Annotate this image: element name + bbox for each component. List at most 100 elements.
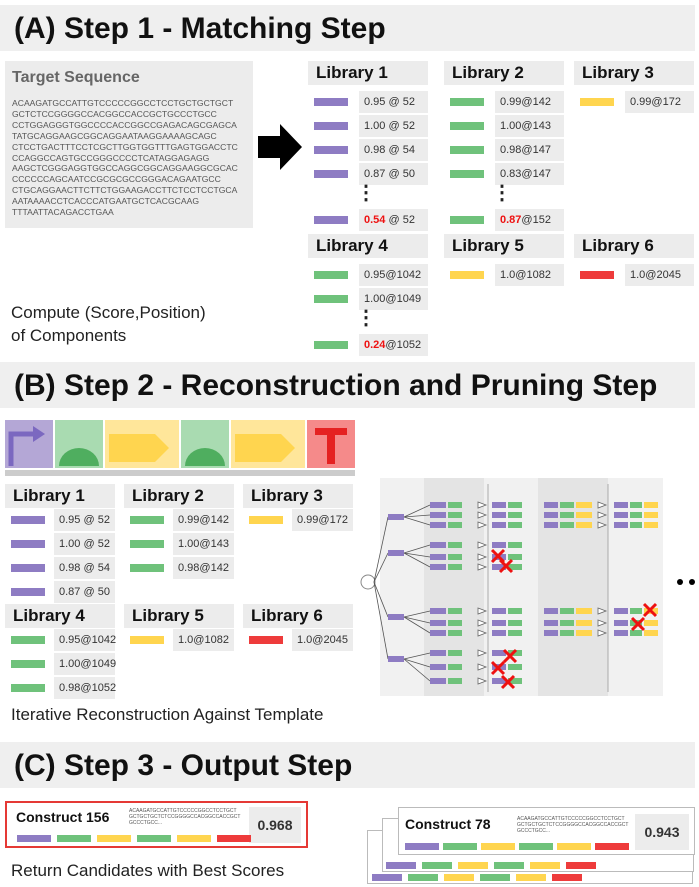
tree-node-green: [508, 608, 522, 614]
component-swatch: [450, 216, 484, 224]
tree-column: [424, 478, 484, 696]
terminator-icon: [307, 420, 355, 468]
score-value: 0.95: [59, 634, 81, 646]
score-value: 1.0: [297, 634, 313, 646]
tree-node-purple: [430, 630, 446, 636]
tree-node-green: [508, 630, 522, 636]
cross-icon: [642, 602, 658, 618]
component-swatch: [450, 146, 484, 154]
component-swatch: [130, 540, 164, 548]
step1-caption-line1: Compute (Score,Position): [11, 303, 206, 322]
arrow-icon: [477, 677, 488, 685]
arrow-icon: [477, 563, 488, 571]
component-match: 0.87 @ 50: [308, 163, 428, 185]
tree-node-yellow: [576, 620, 592, 626]
score-value: 0.24: [364, 339, 386, 351]
tree-node-purple: [544, 608, 558, 614]
component-match: 1.0@1082: [444, 264, 564, 286]
arrow-icon: [597, 629, 608, 637]
tree-node-green: [448, 650, 462, 656]
stack-bar-purple: [386, 862, 416, 869]
component-match: 0.98 @ 54: [308, 139, 428, 161]
component-match: 1.00@143: [444, 115, 564, 137]
component-swatch: [11, 636, 45, 644]
best-bar-purple: [17, 835, 51, 842]
match-score: 1.00 @ 52: [54, 533, 115, 555]
match-score: 1.0@1082: [495, 264, 564, 286]
ellipsis-icon: [689, 579, 695, 585]
target-sequence-title: Target Sequence: [12, 69, 140, 86]
best-construct-score: 0.968: [249, 807, 301, 843]
component-swatch: [314, 341, 348, 349]
component-match: 1.00@143: [124, 533, 234, 555]
stack-bar-yellow: [530, 862, 560, 869]
step3-title: (C) Step 3 - Output Step: [14, 749, 353, 782]
component-swatch: [450, 122, 484, 130]
score-value: 0.95: [59, 514, 81, 526]
tree-node-green: [508, 542, 522, 548]
library-name: Library 4: [5, 604, 115, 628]
tree-node-purple: [614, 512, 628, 518]
component-match: 1.0@1082: [124, 629, 234, 651]
other-bar-yellow: [557, 843, 591, 850]
score-value: 0.95: [364, 96, 386, 108]
tree-node-green: [508, 620, 522, 626]
score-value: 0.98: [500, 144, 522, 156]
cds-icon: [105, 420, 179, 468]
arrow-icon: [477, 541, 488, 549]
tree-node-purple: [492, 512, 506, 518]
best-bar-green: [137, 835, 171, 842]
step3-header: (C) Step 3 - Output Step: [0, 742, 695, 788]
score-value: 0.87: [364, 168, 386, 180]
score-value: 0.98: [59, 682, 81, 694]
component-swatch: [130, 564, 164, 572]
tree-node-purple: [388, 614, 404, 620]
library-name: Library 6: [574, 234, 694, 258]
tree-node-purple: [430, 608, 446, 614]
tree-node-yellow: [576, 512, 592, 518]
tree-node-green: [448, 522, 462, 528]
position-value: @ 52: [80, 538, 110, 550]
tree-node-green: [448, 678, 462, 684]
tree-node-green: [560, 630, 574, 636]
match-score: 1.00@143: [495, 115, 564, 137]
tree-node-yellow: [644, 620, 658, 626]
cross-icon: [490, 548, 506, 564]
tree-edge: [403, 552, 431, 558]
position-value: @172: [318, 514, 348, 526]
match-score: 0.87@152: [495, 209, 564, 231]
position-value: @ 54: [385, 144, 415, 156]
tree-node-purple: [544, 512, 558, 518]
component-match: 0.98@142: [124, 557, 234, 579]
tree-node-green: [448, 554, 462, 560]
match-score: 1.00 @ 52: [359, 115, 428, 137]
tree-edge: [403, 658, 431, 682]
tree-edge: [403, 658, 431, 668]
arrow-icon: [477, 501, 488, 509]
arrow-icon: [597, 511, 608, 519]
arrow-icon: [477, 607, 488, 615]
match-score: 0.95 @ 52: [359, 91, 428, 113]
component-match: 0.95 @ 52: [5, 509, 115, 531]
component-match: 0.98 @ 54: [5, 557, 115, 579]
arrow-icon: [477, 629, 488, 637]
position-value: @ 52: [80, 514, 110, 526]
best-bar-yellow: [97, 835, 131, 842]
other-bar-green: [519, 843, 553, 850]
component-match: 1.0@2045: [574, 264, 694, 286]
match-score: 0.98@1052: [54, 677, 116, 699]
rbs-icon: [55, 420, 103, 468]
arrow-icon: [597, 607, 608, 615]
tree-edge: [403, 516, 431, 526]
score-value: 0.83: [500, 168, 522, 180]
tree-node-purple: [430, 620, 446, 626]
arrow-icon: [477, 553, 488, 561]
component-match: 0.83@147: [444, 163, 564, 185]
tree-background: [380, 478, 663, 696]
best-construct-card: Construct 156 ACAAGATGCCATTGTCCCCCGGCCTC…: [5, 801, 308, 848]
component-swatch: [11, 540, 45, 548]
component-swatch: [11, 588, 45, 596]
component-match: 0.98@147: [444, 139, 564, 161]
match-score: 0.98 @ 54: [54, 557, 115, 579]
tree-edge: [403, 552, 431, 568]
